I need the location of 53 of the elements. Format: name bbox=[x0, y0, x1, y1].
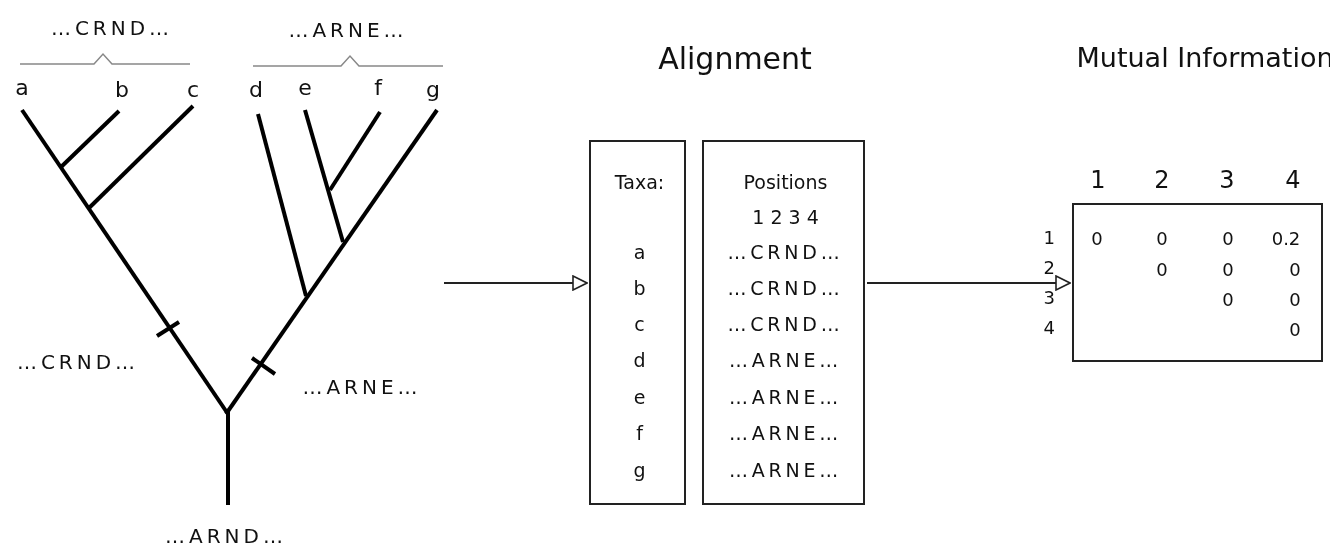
matrix-value: 0 bbox=[1091, 229, 1103, 249]
taxon-label: g bbox=[426, 77, 440, 103]
taxon-label: c bbox=[634, 313, 645, 335]
sequence-label: …CRND… bbox=[50, 17, 174, 39]
alignment-column-box bbox=[589, 140, 686, 505]
column-heading: Positions bbox=[743, 171, 828, 193]
sequence-text: …CRND… bbox=[727, 313, 844, 335]
sequence-text: …CRND… bbox=[727, 277, 844, 299]
matrix-value: 0 bbox=[1222, 260, 1234, 280]
matrix-value: 0 bbox=[1289, 320, 1301, 340]
sequence-text: …CRND… bbox=[727, 241, 844, 263]
taxon-label: b bbox=[633, 277, 646, 299]
sequence-label: …ARND… bbox=[165, 525, 287, 547]
column-header: 4 bbox=[1285, 166, 1301, 194]
position-numbers: 1 2 3 4 bbox=[752, 206, 819, 228]
sequence-text: …ARNE… bbox=[728, 349, 843, 371]
taxon-label: a bbox=[15, 75, 29, 101]
taxon-label: e bbox=[298, 75, 312, 101]
column-header: 1 bbox=[1090, 166, 1106, 194]
row-header: 3 bbox=[1043, 288, 1055, 308]
taxon-label: d bbox=[249, 77, 263, 103]
sequence-label: …ARNE… bbox=[288, 19, 408, 41]
matrix-value: 0 bbox=[1289, 290, 1301, 310]
section-title: Alignment bbox=[658, 41, 812, 75]
taxon-label: a bbox=[633, 241, 646, 263]
column-header: 3 bbox=[1219, 166, 1235, 194]
arrow bbox=[866, 275, 1071, 291]
taxon-label: f bbox=[636, 422, 643, 444]
matrix-value: 0 bbox=[1222, 229, 1234, 249]
row-header: 2 bbox=[1043, 258, 1055, 278]
row-header: 4 bbox=[1043, 318, 1055, 338]
alignment-column-box bbox=[702, 140, 865, 505]
sequence-label: …CRND… bbox=[16, 351, 140, 373]
sequence-text: …ARNE… bbox=[728, 459, 843, 481]
matrix-box bbox=[1072, 203, 1323, 362]
taxon-label: b bbox=[115, 77, 129, 103]
taxon-label: g bbox=[633, 459, 646, 481]
matrix-value: 0.2 bbox=[1271, 229, 1301, 249]
matrix-value: 0 bbox=[1289, 260, 1301, 280]
row-header: 1 bbox=[1043, 228, 1055, 248]
arrow bbox=[443, 275, 588, 291]
sequence-text: …ARNE… bbox=[728, 422, 843, 444]
column-heading: Taxa: bbox=[614, 171, 665, 193]
matrix-value: 0 bbox=[1156, 260, 1168, 280]
taxon-label: c bbox=[186, 77, 200, 103]
taxon-label: d bbox=[633, 349, 646, 371]
matrix-value: 0 bbox=[1156, 229, 1168, 249]
taxon-label: e bbox=[633, 386, 646, 408]
matrix-value: 0 bbox=[1222, 290, 1234, 310]
sequence-text: …ARNE… bbox=[728, 386, 843, 408]
taxon-label: f bbox=[374, 75, 382, 101]
sequence-label: …ARNE… bbox=[302, 376, 422, 398]
column-header: 2 bbox=[1154, 166, 1170, 194]
